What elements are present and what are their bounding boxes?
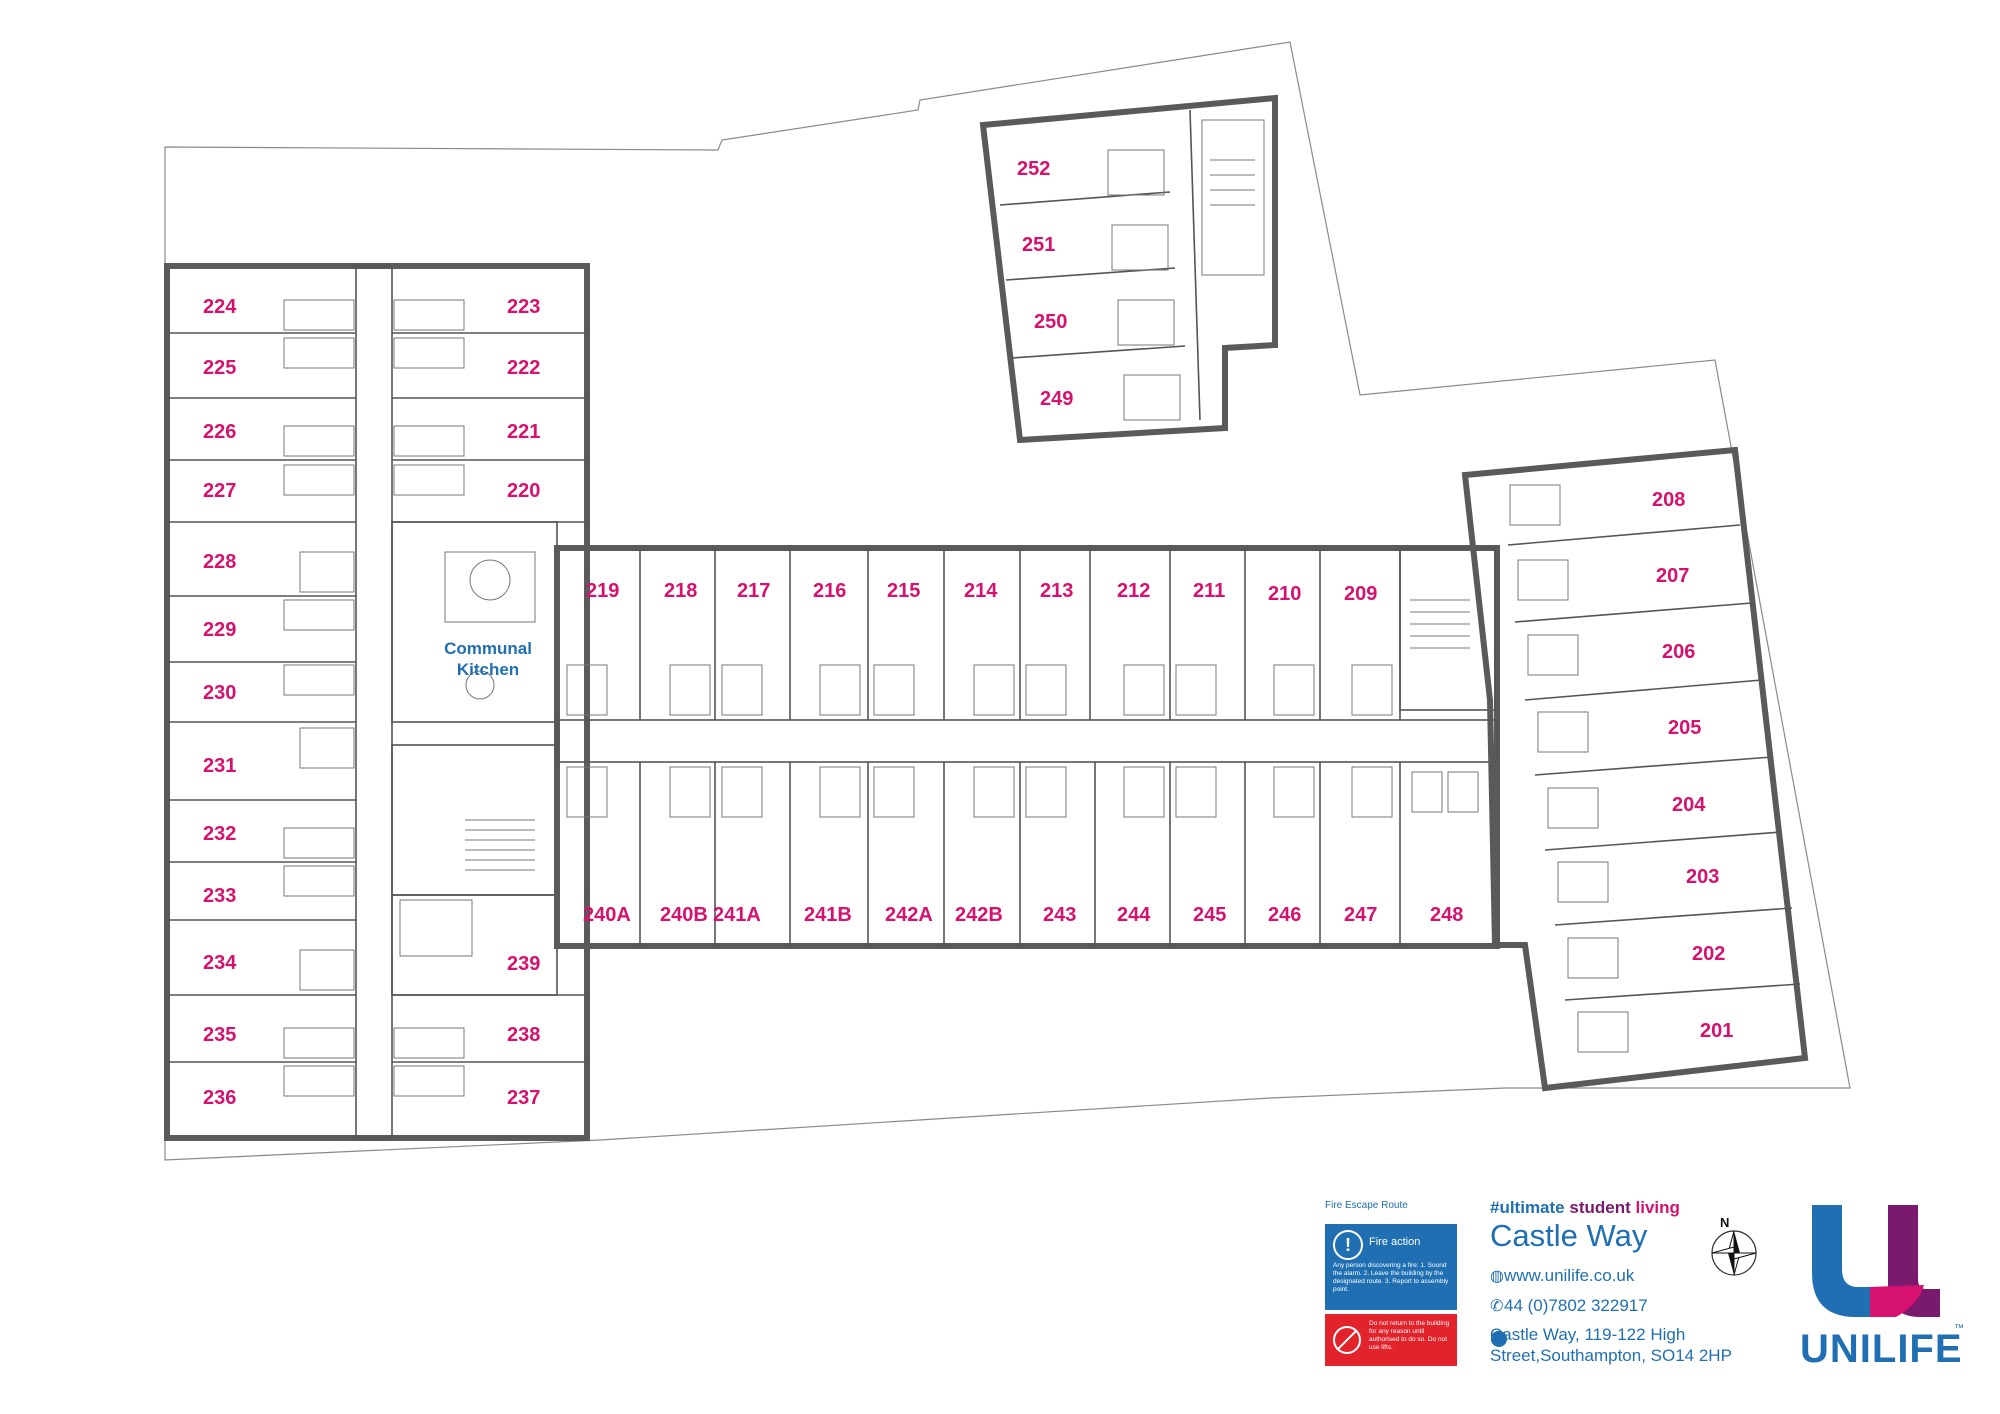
room-247: 247 (1344, 904, 1377, 926)
room-213: 213 (1040, 580, 1073, 602)
room-210: 210 (1268, 583, 1301, 605)
location-pin-icon: ⬤ (1490, 1330, 1508, 1347)
room-246: 246 (1268, 904, 1301, 926)
unilife-wordmark: UNILIFE (1800, 1327, 1963, 1371)
unilife-mark-icon (1812, 1205, 1940, 1317)
room-238: 238 (507, 1024, 540, 1046)
kitchen-label-line1: Communal (444, 639, 532, 658)
fire-action-header: Fire action (1369, 1236, 1421, 1248)
room-205: 205 (1668, 717, 1701, 739)
kitchen-label-line2: Kitchen (457, 660, 519, 679)
room-242B: 242B (955, 904, 1003, 926)
room-235: 235 (203, 1024, 236, 1046)
room-230: 230 (203, 682, 236, 704)
room-207: 207 (1656, 565, 1689, 587)
room-225: 225 (203, 357, 236, 379)
room-241B: 241B (804, 904, 852, 926)
room-204: 204 (1672, 794, 1706, 816)
room-202: 202 (1692, 943, 1725, 965)
room-203: 203 (1686, 866, 1719, 888)
tagline-part-1: #ultimate (1490, 1198, 1565, 1217)
site-boundary (164, 41, 1851, 1161)
room-239: 239 (507, 953, 540, 975)
room-227: 227 (203, 480, 236, 502)
website-link[interactable]: www.unilife.co.uk (1504, 1266, 1635, 1285)
east-wing (1461, 446, 1809, 1092)
room-208: 208 (1652, 489, 1685, 511)
room-242A: 242A (885, 904, 933, 926)
room-240B: 240B (660, 904, 708, 926)
room-251: 251 (1022, 234, 1055, 256)
fire-warning-text: Do not return to the building for any re… (1369, 1320, 1450, 1351)
globe-icon: ◍ (1490, 1268, 1504, 1285)
tagline: #ultimate student living (1490, 1198, 1680, 1218)
room-215: 215 (887, 580, 920, 602)
room-234: 234 (203, 952, 237, 974)
fire-warning-panel: Do not return to the building for any re… (1325, 1314, 1457, 1366)
room-248: 248 (1430, 904, 1463, 926)
room-214: 214 (964, 580, 998, 602)
room-245: 245 (1193, 904, 1226, 926)
north-block (979, 94, 1278, 444)
room-211: 211 (1193, 580, 1225, 602)
room-243: 243 (1043, 904, 1076, 926)
room-229: 229 (203, 619, 236, 641)
phone-number[interactable]: 44 (0)7802 322917 (1504, 1296, 1648, 1315)
unilife-logo: UNILIFE ™ (1800, 1195, 1964, 1371)
exclamation-icon: ! (1333, 1230, 1363, 1260)
room-226: 226 (203, 421, 236, 443)
room-250: 250 (1034, 311, 1067, 333)
fire-action-steps: Any person discovering a fire: 1. Sound … (1333, 1262, 1449, 1293)
room-244: 244 (1117, 904, 1151, 926)
room-209: 209 (1344, 583, 1377, 605)
prohibited-icon (1333, 1326, 1361, 1354)
room-217: 217 (737, 580, 770, 602)
trademark-symbol: ™ (1954, 1323, 1964, 1334)
room-228: 228 (203, 551, 236, 573)
room-252: 252 (1017, 158, 1050, 180)
room-231: 231 (203, 755, 236, 777)
room-237: 237 (507, 1087, 540, 1109)
room-240A: 240A (583, 904, 631, 926)
room-233: 233 (203, 885, 236, 907)
fire-escape-title: Fire Escape Route (1325, 1200, 1408, 1211)
north-compass-icon: N (1711, 1215, 1757, 1276)
room-232: 232 (203, 823, 236, 845)
room-222: 222 (507, 357, 540, 379)
central-wing (554, 545, 1500, 949)
room-223: 223 (507, 296, 540, 318)
room-224: 224 (203, 296, 237, 318)
room-206: 206 (1662, 641, 1695, 663)
room-241A: 241A (713, 904, 761, 926)
room-220: 220 (507, 480, 540, 502)
room-249: 249 (1040, 388, 1073, 410)
room-236: 236 (203, 1087, 236, 1109)
room-221: 221 (507, 421, 540, 443)
fire-escape-legend: Fire Escape Route ! Fire action Any pers… (1325, 1200, 1457, 1370)
room-labels: 224 225 226 227 228 229 230 231 232 233 … (203, 158, 1733, 1109)
tagline-part-3: living (1635, 1198, 1680, 1217)
room-216: 216 (813, 580, 846, 602)
room-201: 201 (1700, 1020, 1733, 1042)
phone-icon: ✆ (1490, 1298, 1504, 1315)
contact-info: #ultimate student living Castle Way ◍ ww… (1490, 1198, 1790, 1378)
site-name: Castle Way (1490, 1218, 1648, 1253)
room-212: 212 (1117, 580, 1150, 602)
compass-north-label: N (1720, 1215, 1729, 1230)
tagline-part-2: student (1569, 1198, 1631, 1217)
room-218: 218 (664, 580, 697, 602)
address: Castle Way, 119-122 High Street,Southamp… (1490, 1325, 1732, 1365)
room-219: 219 (586, 580, 619, 602)
fire-action-panel: ! Fire action Any person discovering a f… (1325, 1224, 1457, 1310)
